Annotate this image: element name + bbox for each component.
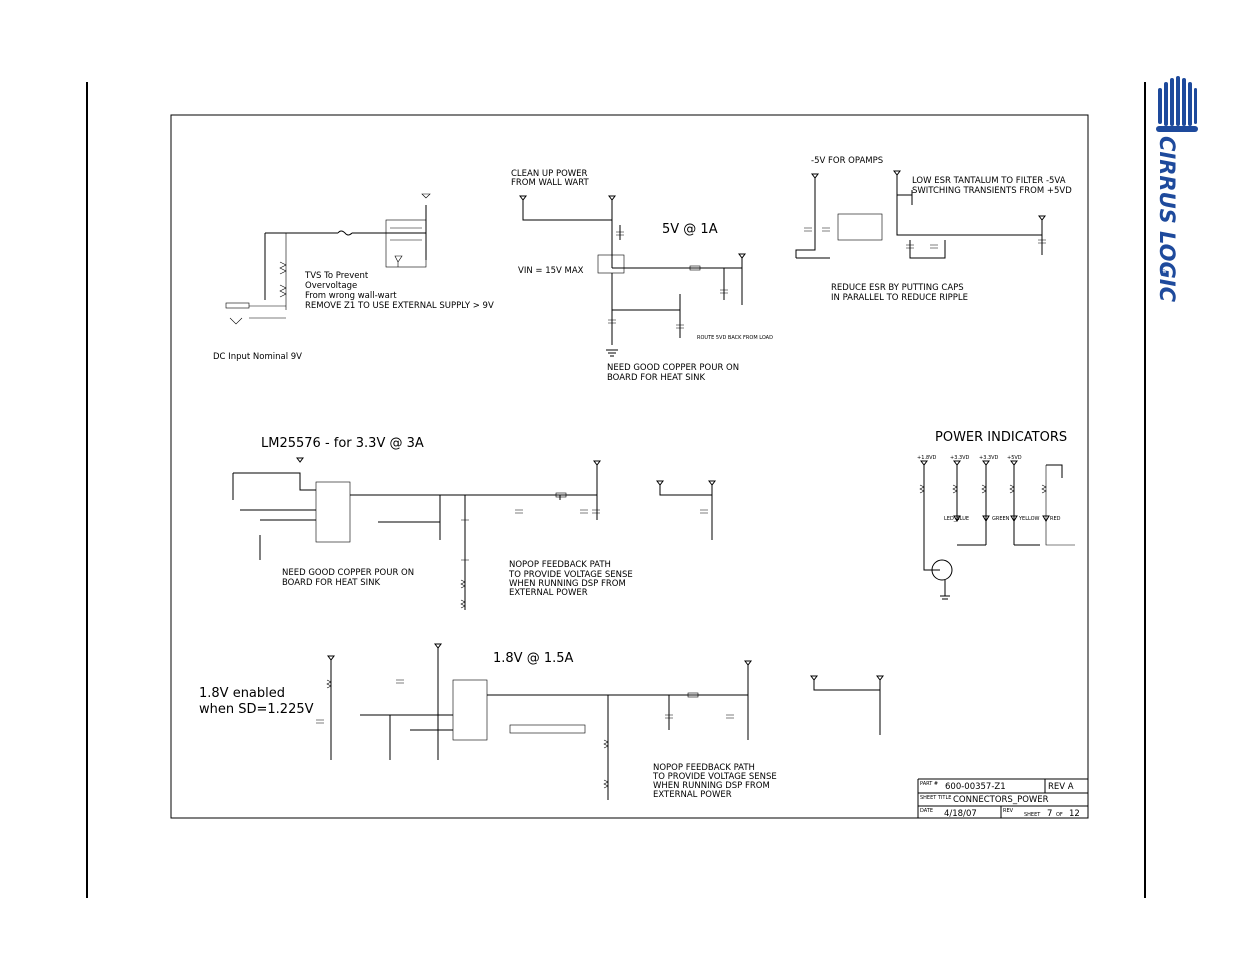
indicator-rail-3: +3.3VD (979, 455, 999, 461)
logo-registered-mark: ® (1158, 268, 1167, 276)
sheet-date: 4/18/07 (944, 809, 977, 819)
sheet-number: 7 (1047, 809, 1052, 819)
indicator-led-3: YELLOW (1018, 516, 1040, 522)
power-indicators-title: POWER INDICATORS (935, 430, 1067, 445)
sheet-title-label: SHEET TITLE (920, 795, 951, 801)
lm25576-nopop-note-3: WHEN RUNNING DSP FROM (509, 579, 626, 589)
negative-five-volt-section: -5V FOR OPAMPS LOW ESR TANTALUM TO FILTE… (795, 156, 1072, 303)
tvs-note-3: From wrong wall-wart (305, 291, 397, 301)
logo-mark (1156, 76, 1198, 132)
indicator-rail-4: +5VD (1007, 455, 1022, 461)
esr-note-2: IN PARALLEL TO REDUCE RIPPLE (831, 293, 968, 303)
tantalum-note-2: SWITCHING TRANSIENTS FROM +5VD (912, 186, 1072, 196)
indicator-rail-1: +1.8VD (917, 455, 937, 461)
enable-note-2: when SD=1.225V (199, 702, 314, 717)
date-label: DATE (920, 808, 933, 814)
indicator-led-2: GREEN (992, 516, 1010, 522)
tvs-note-1: TVS To Prevent (304, 271, 369, 281)
clean-power-note-2: FROM WALL WART (511, 178, 589, 188)
dc-input-section: TVS To Prevent Overvoltage From wrong wa… (213, 193, 494, 362)
vin-max-note: VIN = 15V MAX (518, 266, 584, 276)
part-number: 600-00357-Z1 (945, 782, 1006, 792)
route-5vd-note: ROUTE 5VD BACK FROM LOAD (697, 335, 773, 341)
one-eight-volt-section: 1.8V @ 1.5A 1.8V enabled when SD=1.225V … (199, 643, 884, 800)
sheet-total: 12 (1069, 809, 1080, 819)
sheet-label: SHEET (1024, 812, 1041, 818)
power-indicators-section: POWER INDICATORS +1.8VD +3.3VD +3.3VD +5… (917, 430, 1075, 600)
tantalum-note-1: LOW ESR TANTALUM TO FILTER -5VA (912, 176, 1066, 186)
lm25576-title: LM25576 - for 3.3V @ 3A (261, 436, 424, 451)
one-eight-nopop-note-4: EXTERNAL POWER (653, 790, 732, 800)
lm25576-section: LM25576 - for 3.3V @ 3A NEED GOOD COPPER… (232, 436, 716, 610)
revision: REV A (1048, 782, 1074, 792)
lm25576-nopop-note-2: TO PROVIDE VOLTAGE SENSE (508, 570, 633, 580)
left-margin-rule (86, 82, 88, 898)
clean-power-note-1: CLEAN UP POWER (511, 169, 588, 179)
lm25576-nopop-note-1: NOPOP FEEDBACK PATH (509, 560, 611, 570)
neg-five-title: -5V FOR OPAMPS (811, 156, 883, 166)
part-number-label: PART # (920, 781, 938, 787)
lm25576-copper-note-2: BOARD FOR HEAT SINK (282, 578, 380, 588)
indicator-led-1: LED_BLUE (944, 516, 969, 522)
five-volt-copper-note-1: NEED GOOD COPPER POUR ON (607, 363, 739, 373)
five-volt-title: 5V @ 1A (662, 222, 718, 237)
esr-note-1: REDUCE ESR BY PUTTING CAPS (831, 283, 964, 293)
enable-note-1: 1.8V enabled (199, 686, 285, 701)
dc-input-caption: DC Input Nominal 9V (213, 352, 302, 362)
tvs-note-2: Overvoltage (305, 281, 357, 291)
five-volt-copper-note-2: BOARD FOR HEAT SINK (607, 373, 705, 383)
cirrus-logic-logo: CIRRUS LOGIC ® (1155, 76, 1198, 303)
sheet-border (170, 114, 1089, 819)
one-eight-nopop-note-1: NOPOP FEEDBACK PATH (653, 763, 755, 773)
five-volt-section: CLEAN UP POWER FROM WALL WART 5V @ 1A VI… (511, 169, 773, 383)
lm25576-copper-note-1: NEED GOOD COPPER POUR ON (282, 568, 414, 578)
of-label: OF (1056, 812, 1063, 818)
one-eight-nopop-note-3: WHEN RUNNING DSP FROM (653, 781, 770, 791)
right-margin-rule (1144, 82, 1146, 898)
lm25576-nopop-note-4: EXTERNAL POWER (509, 588, 588, 598)
logo-wordmark: CIRRUS LOGIC (1155, 136, 1179, 303)
sheet-title: CONNECTORS_POWER (953, 795, 1049, 805)
title-block: PART # 600-00357-Z1 REV A SHEET TITLE CO… (917, 778, 1088, 819)
indicator-rail-2: +3.3VD (950, 455, 970, 461)
rev-label: REV (1003, 808, 1014, 814)
indicator-led-4: RED (1050, 516, 1061, 522)
remove-z1-note: REMOVE Z1 TO USE EXTERNAL SUPPLY > 9V (305, 301, 494, 311)
one-eight-title: 1.8V @ 1.5A (493, 651, 574, 666)
one-eight-nopop-note-2: TO PROVIDE VOLTAGE SENSE (652, 772, 777, 782)
